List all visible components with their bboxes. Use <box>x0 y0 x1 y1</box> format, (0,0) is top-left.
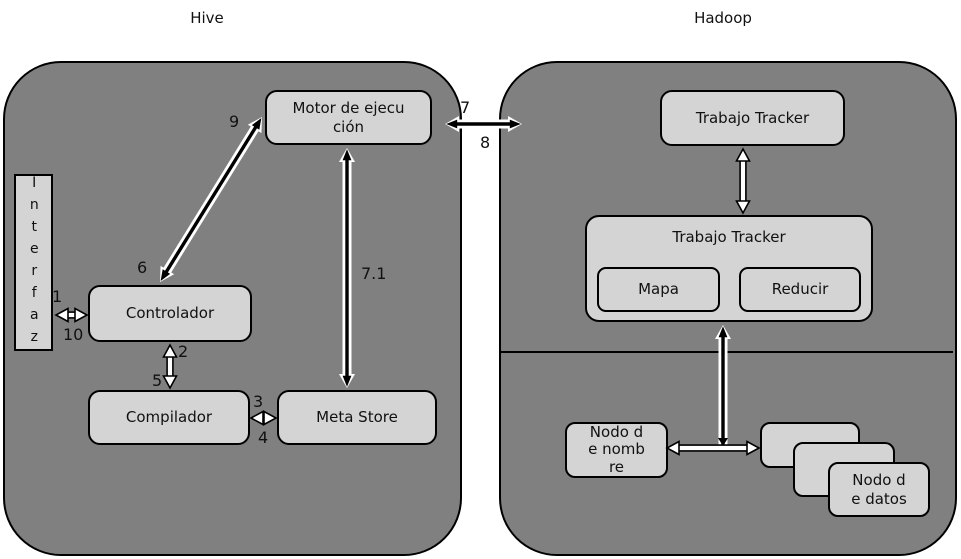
interfaz-label: Interfaz <box>26 174 43 351</box>
arrow-label-10: 10 <box>63 325 84 344</box>
meta-store-label: Meta Store <box>316 408 398 427</box>
job-tracker-box: Trabajo Tracker <box>660 90 845 146</box>
controlador-label: Controlador <box>125 304 215 323</box>
arrow-label-4: 4 <box>258 428 269 447</box>
task-tracker-box: Trabajo Tracker Mapa Reducir <box>585 215 873 322</box>
task-tracker-label: Trabajo Tracker <box>672 228 786 246</box>
compilador-label: Compilador <box>125 408 213 427</box>
arrow-label-2: 2 <box>178 342 189 361</box>
compilador-box: Compilador <box>88 390 250 445</box>
arrow-label-7: 7 <box>460 98 471 117</box>
meta-store-box: Meta Store <box>277 390 437 445</box>
data-node-box-front: Nodo de datos <box>828 462 930 517</box>
arrow-label-8: 8 <box>480 133 491 152</box>
motor-ejecucion-label: Motor de ejecución <box>292 98 405 136</box>
arrow-label-6: 6 <box>137 258 148 277</box>
interfaz-box: Interfaz <box>14 174 53 351</box>
mapa-box: Mapa <box>597 267 720 312</box>
arrow-label-5: 5 <box>152 371 163 390</box>
job-tracker-label: Trabajo Tracker <box>695 108 810 127</box>
motor-ejecucion-box: Motor de ejecución <box>265 90 432 145</box>
hadoop-divider-line <box>501 351 953 353</box>
reducir-label: Reducir <box>771 280 829 299</box>
hadoop-title: Hadoop <box>694 9 752 27</box>
reducir-box: Reducir <box>739 267 861 312</box>
hive-title: Hive <box>190 9 224 27</box>
arrow-label-3: 3 <box>253 392 264 411</box>
arrow-label-1: 1 <box>52 287 63 306</box>
mapa-label: Mapa <box>638 280 679 299</box>
arrow-label-9: 9 <box>229 112 240 131</box>
arrow-label-7-1: 7.1 <box>361 264 387 283</box>
name-node-box: Nodo de nombre <box>565 422 668 478</box>
name-node-label: Nodo de nombre <box>588 423 645 476</box>
controlador-box: Controlador <box>88 285 252 342</box>
data-node-label: Nodo de datos <box>851 470 907 508</box>
